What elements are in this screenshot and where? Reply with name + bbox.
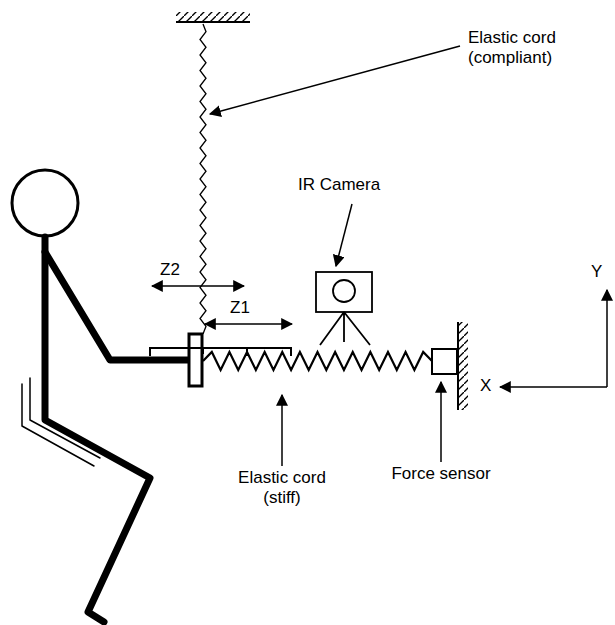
elastic-cords xyxy=(200,24,432,370)
dimension-label: Z2 xyxy=(160,260,200,280)
force-sensor xyxy=(432,349,457,374)
cord-label: Elastic cord (compliant) xyxy=(468,28,588,68)
leader-arrows xyxy=(210,46,460,466)
z2-dimension xyxy=(152,285,244,287)
axis-arrows xyxy=(500,290,607,387)
seated-person xyxy=(12,170,190,622)
axis-label: X xyxy=(480,376,500,396)
cord-label: Elastic cord (stiff) xyxy=(222,468,342,508)
ir-camera xyxy=(316,272,372,345)
position-scale xyxy=(150,348,291,356)
dimension-label: Z1 xyxy=(230,298,270,318)
wall-mount xyxy=(458,322,468,410)
stiff-cord xyxy=(203,352,432,370)
handle xyxy=(189,334,202,386)
axis-label: Y xyxy=(591,262,611,282)
compliant-cord xyxy=(200,24,206,334)
z1-dimension xyxy=(205,323,292,325)
sensor-label: Force sensor xyxy=(386,464,496,484)
camera-label: IR Camera xyxy=(298,175,408,195)
ceiling-mount xyxy=(176,12,250,22)
